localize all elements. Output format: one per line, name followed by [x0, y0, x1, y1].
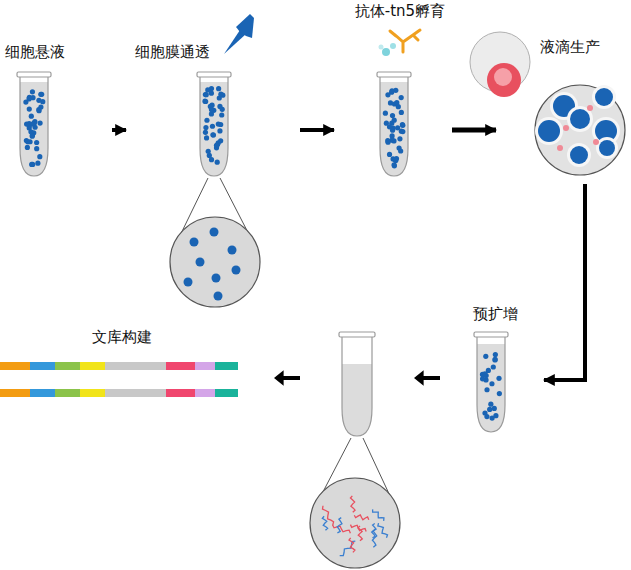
emulsion-icon	[535, 85, 625, 175]
process-step: 抗体-tn5孵育	[336, 0, 450, 182]
process-step: 预扩增	[460, 302, 542, 438]
library-fragment	[0, 389, 238, 397]
step-label: 细胞悬液	[5, 43, 65, 61]
antibody-icon	[379, 30, 421, 56]
test-tube	[474, 332, 508, 432]
test-tube	[377, 72, 411, 176]
flow-arrow	[112, 128, 126, 132]
droplet-icon	[470, 32, 530, 97]
flow-arrow	[452, 128, 496, 133]
flow-arrow	[414, 370, 440, 385]
flow-arrow	[300, 128, 334, 132]
process-step: 液滴生产	[498, 36, 628, 182]
step-label: 液滴生产	[540, 38, 600, 56]
flow-arrow	[274, 370, 300, 385]
pipette-tip	[224, 14, 254, 54]
magnifier	[310, 438, 400, 568]
process-step: 细胞膜通透	[128, 40, 298, 180]
library-fragment	[0, 362, 238, 370]
flow-arrow	[544, 184, 585, 380]
step-label: 预扩增	[473, 305, 518, 323]
test-tube	[339, 332, 375, 436]
step-label: 抗体-tn5孵育	[355, 2, 445, 20]
magnifier	[170, 178, 260, 307]
test-tube	[197, 72, 231, 176]
process-step: 细胞悬液	[5, 40, 110, 180]
test-tube	[17, 72, 51, 176]
step-label: 细胞膜通透	[135, 43, 210, 61]
process-step: 文库构建	[0, 326, 240, 402]
step-label: 文库构建	[92, 328, 152, 346]
